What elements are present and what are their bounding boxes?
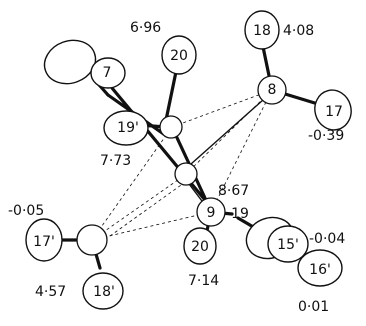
value-0-01: 0·01 xyxy=(298,299,329,315)
atom-label-19: 19 xyxy=(231,206,249,222)
atom-9-circle xyxy=(196,197,226,227)
value-6-96: 6·96 xyxy=(130,20,161,36)
value-minus-0-39: -0·39 xyxy=(308,128,344,144)
atom-label-16p: 16' xyxy=(309,262,331,278)
atom-label-17p: 17' xyxy=(33,234,55,250)
atom-label-15p: 15' xyxy=(277,237,299,253)
atom-label-18-top: 18 xyxy=(253,23,271,39)
atom-lower-left xyxy=(76,224,108,256)
atom-18-top-ellipse xyxy=(244,10,280,50)
atom-18p-ellipse xyxy=(82,272,124,310)
value-7-73: 7·73 xyxy=(100,153,131,169)
atom-7-label-ellipse xyxy=(90,57,126,89)
atom-label-20-bottom: 20 xyxy=(191,239,209,255)
atom-7-ellipse xyxy=(43,39,97,85)
atom-center-upper xyxy=(159,115,183,139)
value-7-14: 7·14 xyxy=(188,273,219,289)
value-4-08: 4·08 xyxy=(283,23,314,39)
atom-16p-ellipse xyxy=(297,249,343,287)
atom-label-9: 9 xyxy=(207,205,216,221)
atom-20-bottom-ellipse xyxy=(183,227,217,265)
atom-label-7: 7 xyxy=(103,65,112,81)
atom-15p-ellipse xyxy=(267,225,309,263)
atom-8-circle xyxy=(257,75,287,105)
atom-17p-ellipse xyxy=(25,218,63,262)
atom-19p-ellipse xyxy=(103,110,149,146)
atom-metal-center xyxy=(174,162,198,186)
atom-17-ellipse xyxy=(314,89,352,131)
atom-20-top-ellipse xyxy=(161,35,197,75)
atom-label-20-top: 20 xyxy=(170,48,188,64)
value-minus-0-04: -0·04 xyxy=(309,231,345,247)
atom-label-19p: 19' xyxy=(117,120,139,136)
value-labels: 6·96 4·08 -0·39 7·73 8·67 -0·04 -0·05 0·… xyxy=(8,20,345,315)
atom-label-17: 17 xyxy=(325,104,343,120)
atom-label-18p: 18' xyxy=(93,284,115,300)
atom-ellipsoids xyxy=(25,10,352,310)
atom-label-8: 8 xyxy=(268,82,277,98)
value-4-57: 4·57 xyxy=(35,284,66,300)
value-8-67: 8·67 xyxy=(218,183,249,199)
atom-labels: 7 19' 20 18 8 17 9 19 15' 16' 20 17' 18' xyxy=(33,23,343,300)
value-minus-0-05: -0·05 xyxy=(8,203,44,219)
